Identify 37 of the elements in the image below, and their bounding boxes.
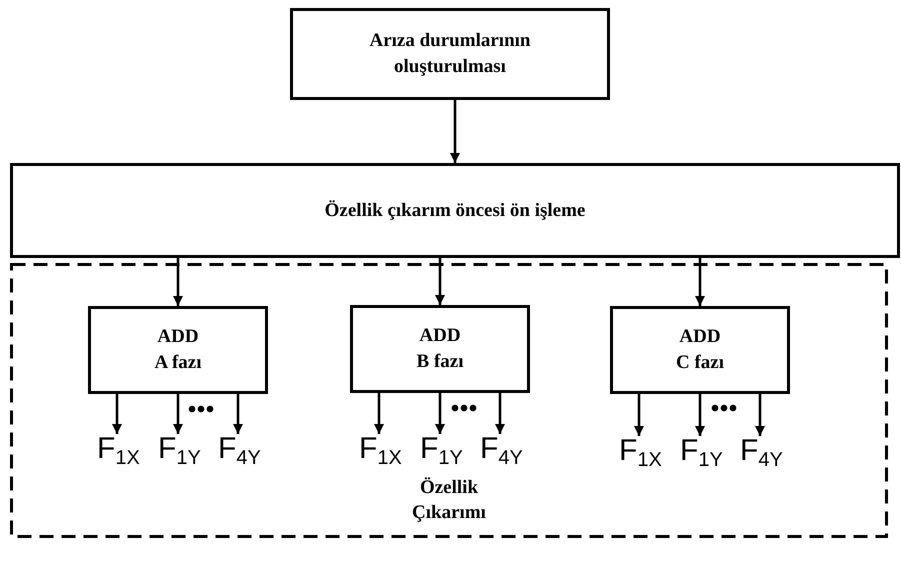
feature-symbol: F$_{1X}$ bbox=[619, 436, 662, 470]
process-box bbox=[350, 305, 530, 393]
arrow bbox=[450, 100, 460, 163]
box-label: A fazı bbox=[154, 351, 202, 375]
box-label: B fazı bbox=[416, 350, 464, 374]
box-label: Özellik çıkarım öncesi ön işleme bbox=[324, 198, 586, 223]
box-label: ADD bbox=[679, 325, 721, 350]
feature-symbol: F$_{4Y}$ bbox=[218, 434, 261, 468]
arrow bbox=[695, 394, 705, 436]
box-label: ADD bbox=[419, 324, 461, 348]
arrow bbox=[495, 393, 505, 434]
box-label: C fazı bbox=[676, 351, 724, 375]
process-box bbox=[10, 163, 900, 258]
feature-symbol: F$_{1Y}$ bbox=[158, 434, 201, 468]
arrow bbox=[112, 394, 122, 434]
arrow bbox=[634, 394, 644, 436]
arrow bbox=[755, 394, 765, 436]
box-label: ADD bbox=[157, 325, 199, 350]
group-title: Özellik Çıkarımı bbox=[411, 476, 487, 526]
process-box bbox=[88, 306, 268, 394]
feature-symbol: F$_{1Y}$ bbox=[420, 434, 463, 468]
arrow bbox=[374, 393, 384, 434]
arrow bbox=[233, 394, 243, 434]
feature-symbol: F$_{1X}$ bbox=[97, 434, 140, 468]
feature-symbol: F$_{4Y}$ bbox=[740, 436, 783, 470]
arrow bbox=[435, 258, 445, 305]
feature-symbol: F$_{1Y}$ bbox=[680, 436, 723, 470]
box-label: Arıza durumlarının oluşturulması bbox=[368, 29, 532, 79]
feature-symbol: F$_{4Y}$ bbox=[480, 434, 523, 468]
arrow bbox=[173, 258, 183, 306]
process-box bbox=[610, 306, 790, 394]
arrow bbox=[173, 394, 183, 434]
dashed-group-box bbox=[10, 263, 888, 538]
feature-symbol: F$_{1X}$ bbox=[359, 434, 402, 468]
process-box bbox=[290, 8, 610, 100]
arrow bbox=[435, 393, 445, 434]
arrow bbox=[695, 258, 705, 306]
